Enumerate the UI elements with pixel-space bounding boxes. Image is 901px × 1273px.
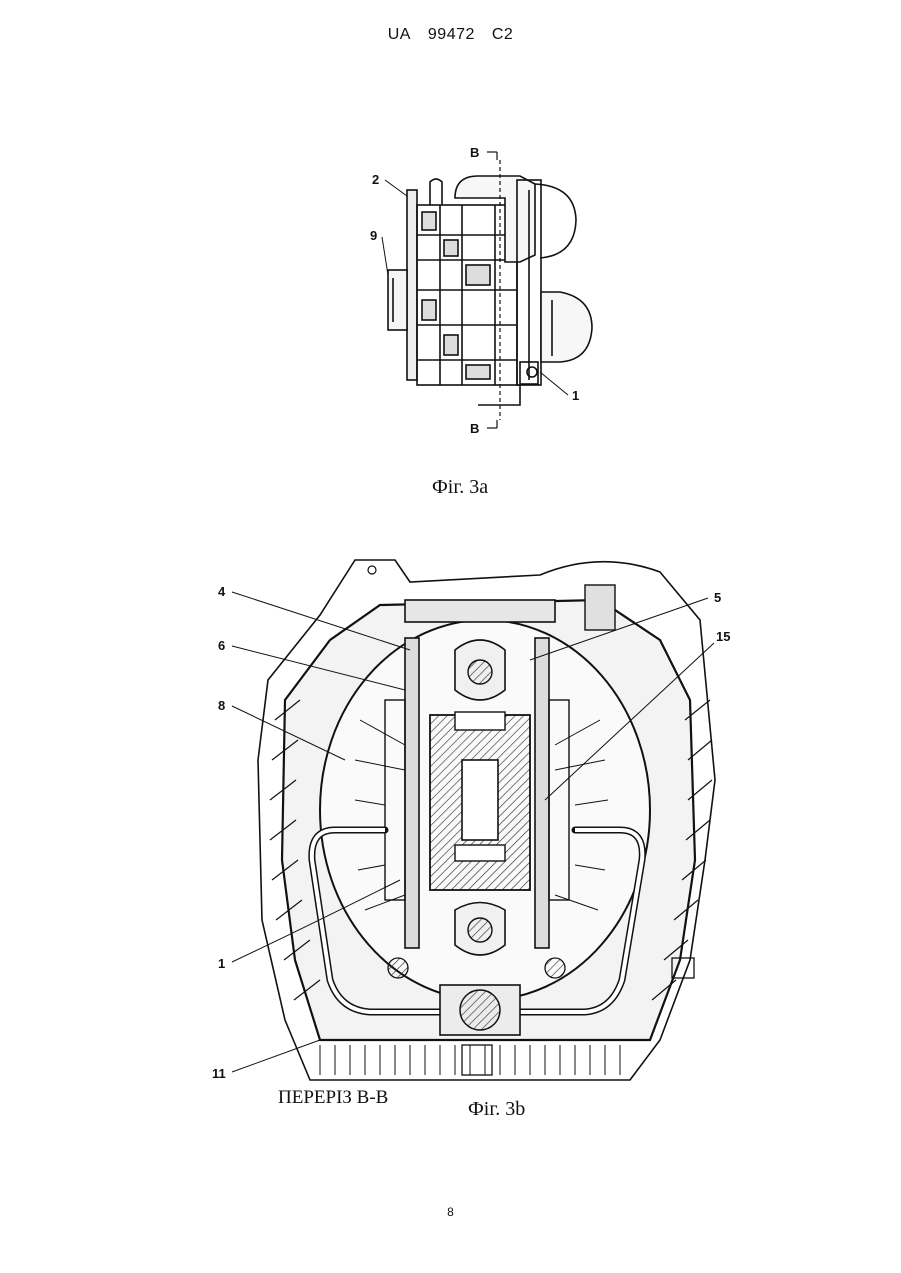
page-number: 8 xyxy=(0,1205,901,1219)
callout-5: 5 xyxy=(714,590,721,605)
callout-15: 15 xyxy=(716,629,730,644)
figure-3a-drawing: B B 2 9 1 xyxy=(0,130,901,450)
callout-11: 11 xyxy=(212,1066,226,1081)
callout-6: 6 xyxy=(218,638,225,653)
section-mark-bottom: B xyxy=(470,421,479,436)
section-mark-top: B xyxy=(470,145,479,160)
callout-1: 1 xyxy=(572,388,579,403)
callout-8: 8 xyxy=(218,698,225,713)
callout-9: 9 xyxy=(370,228,377,243)
callout-2: 2 xyxy=(372,172,379,187)
figure-3b-caption: Фіг. 3b xyxy=(468,1098,525,1121)
figure-3b-drawing: 4 6 8 1 11 5 15 xyxy=(0,545,901,1090)
patent-country: UA xyxy=(388,26,411,43)
callout-4: 4 xyxy=(218,584,226,599)
figure-3a-caption: Фіг. 3а xyxy=(432,476,488,499)
callout-1: 1 xyxy=(218,956,225,971)
patent-number: 99472 xyxy=(428,26,475,43)
section-label: ПЕРЕРІЗ В-В xyxy=(278,1087,388,1109)
patent-header: UA 99472 C2 xyxy=(0,26,901,44)
patent-kind: C2 xyxy=(492,26,513,43)
